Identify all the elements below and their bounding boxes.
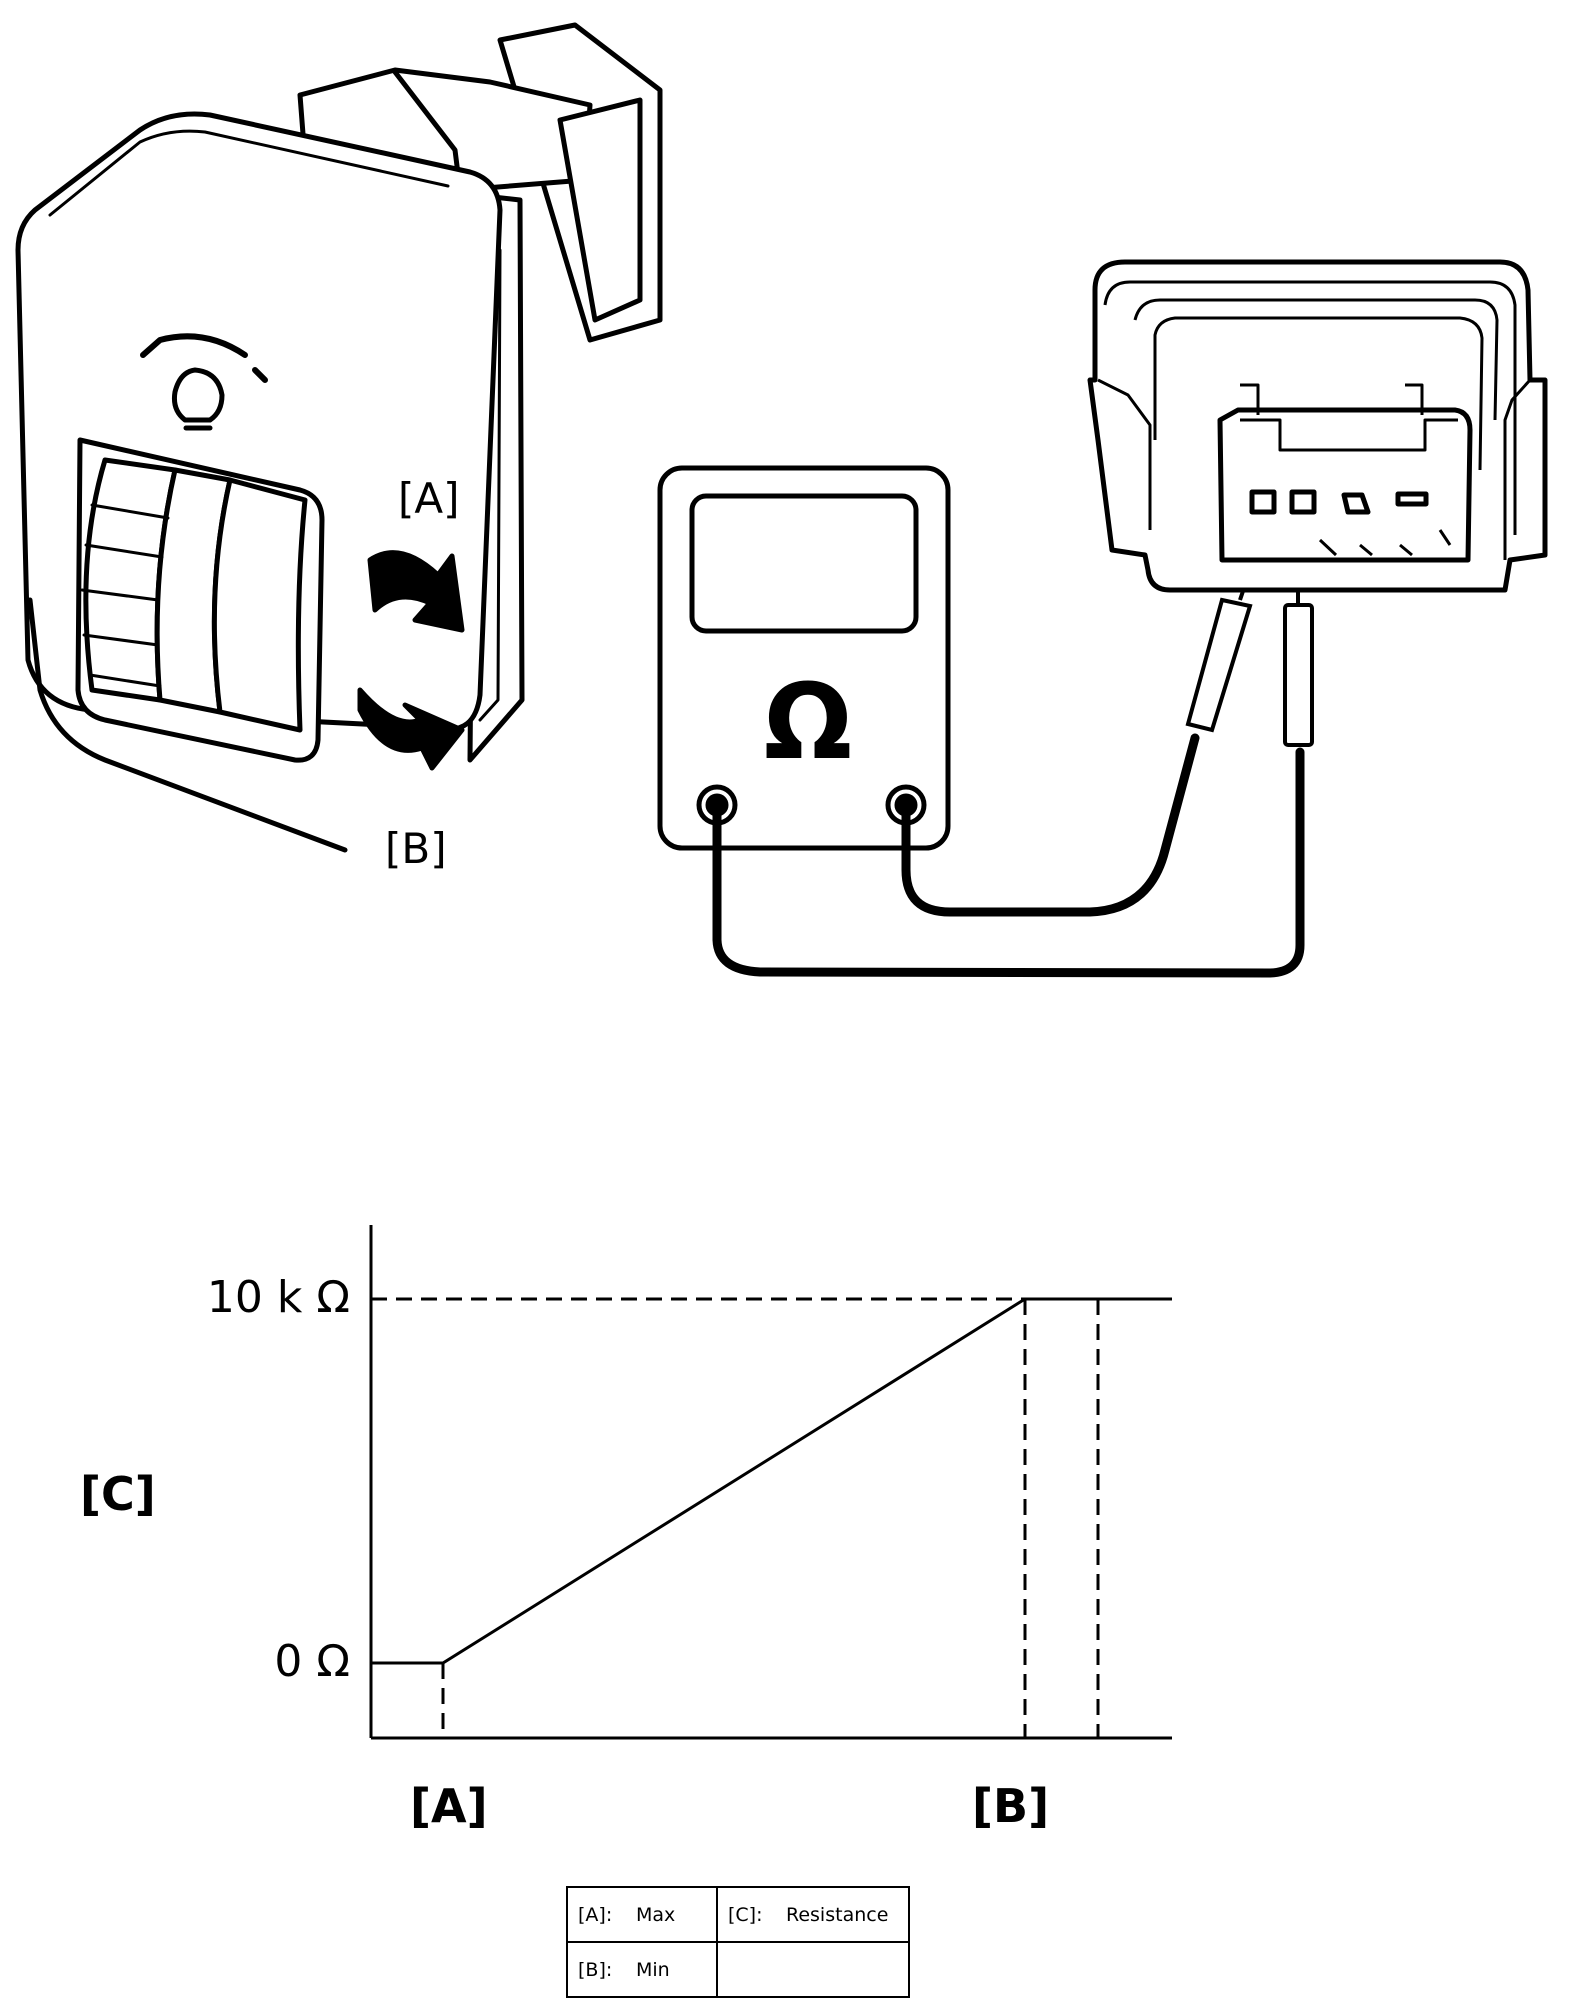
legend-row: [A]: Max [C]: Resistance xyxy=(566,1886,910,1943)
switch-label-max: [A] xyxy=(398,474,460,523)
reference-lines xyxy=(371,1297,1100,1738)
switch-connector xyxy=(1087,259,1548,593)
ohmmeter xyxy=(657,465,951,851)
resistance-line xyxy=(371,1297,1172,1665)
switch-label-min: [B] xyxy=(385,824,447,873)
x-label-b: [B] xyxy=(972,1779,1049,1833)
x-label-a: [A] xyxy=(410,1779,488,1833)
test-leads xyxy=(712,733,1305,978)
y-tick-10k: 10 k Ω xyxy=(207,1272,350,1323)
legend-key-a: [A]: xyxy=(578,1903,613,1926)
legend-value-a: Max xyxy=(636,1903,676,1926)
probe-handles xyxy=(1185,597,1314,747)
legend-key-c: [C]: xyxy=(728,1903,763,1926)
y-tick-0: 0 Ω xyxy=(274,1636,350,1687)
legend-cell: [A]: Max xyxy=(566,1886,718,1943)
y-axis-label: [C] xyxy=(80,1467,156,1521)
legend-cell: [B]: Min xyxy=(566,1941,718,1998)
resistance-graph: 10 k Ω 0 Ω [C] [A] [B] xyxy=(80,1225,1172,1833)
legend-cell: [C]: Resistance xyxy=(716,1886,910,1943)
legend-key-b: [B]: xyxy=(578,1958,613,1981)
legend-cell xyxy=(716,1941,910,1998)
legend-value-b: Min xyxy=(636,1958,670,1981)
legend-row: [B]: Min xyxy=(566,1941,910,1998)
leveling-switch-illustration xyxy=(15,22,663,853)
ohm-symbol: Ω xyxy=(764,661,852,783)
legend-value-c: Resistance xyxy=(786,1903,889,1926)
legend-table: [A]: Max [C]: Resistance [B]: Min xyxy=(566,1886,910,1998)
